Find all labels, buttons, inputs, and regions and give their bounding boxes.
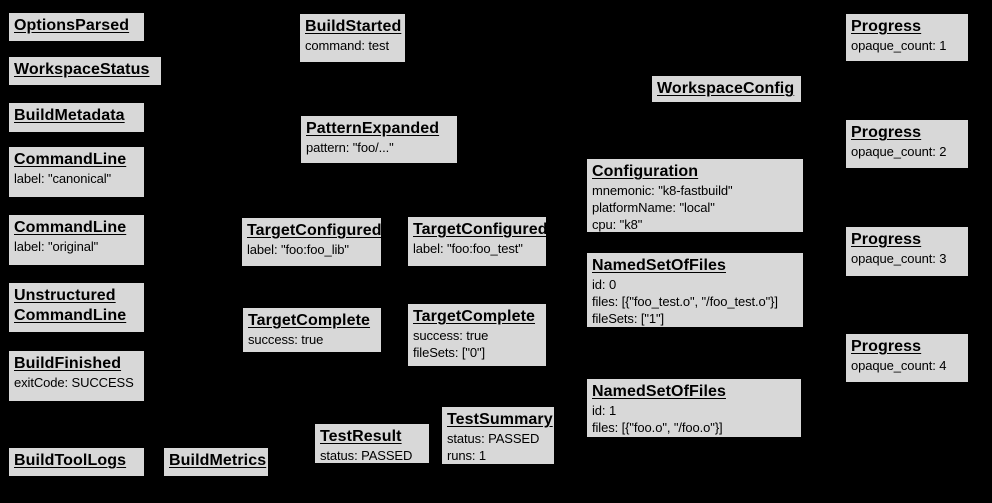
node-detail: label: "foo:foo_lib" [247, 242, 349, 257]
node-named-set-of-files-1: NamedSetOfFiles id: 1 files: [{"foo.o", "/… [586, 378, 802, 438]
node-target-complete-foo-test: TargetComplete success: true fileSets: ["0… [407, 303, 547, 367]
node-detail: command: test [305, 38, 389, 53]
node-title: TargetComplete [413, 308, 536, 325]
node-title: BuildFinished [14, 355, 122, 372]
node-title: CommandLine [14, 219, 127, 236]
node-workspace-config: WorkspaceConfig [651, 75, 802, 103]
node-options-parsed: OptionsParsed [8, 12, 145, 42]
node-build-metrics: BuildMetrics [163, 447, 269, 477]
node-title: Progress [851, 338, 922, 355]
node-progress-2: Progress opaque_count: 2 [845, 119, 969, 169]
node-detail: label: "canonical" [14, 171, 112, 186]
node-target-complete-foo-lib: TargetComplete success: true [242, 307, 382, 353]
node-build-metadata: BuildMetadata [8, 102, 145, 133]
node-detail: status: PASSED [447, 431, 540, 446]
node-title: WorkspaceStatus [14, 61, 150, 78]
node-detail: fileSets: ["0"] [413, 345, 486, 360]
node-named-set-of-files-0: NamedSetOfFiles id: 0 files: [{"foo_test.o… [586, 252, 804, 328]
node-progress-3: Progress opaque_count: 3 [845, 226, 969, 277]
node-unstructured-command-line: Unstructured CommandLine [8, 282, 145, 333]
node-title: Progress [851, 18, 922, 35]
node-title: Progress [851, 231, 922, 248]
node-build-tool-logs: BuildToolLogs [8, 447, 145, 477]
node-detail: success: true [248, 332, 324, 347]
node-detail: pattern: "foo/..." [306, 140, 394, 155]
node-build-started: BuildStarted command: test [299, 13, 406, 63]
node-detail: status: PASSED [320, 448, 413, 463]
node-detail: label: "foo:foo_test" [413, 241, 523, 256]
node-command-line-canonical: CommandLine label: "canonical" [8, 146, 145, 198]
node-title: TargetConfigured [413, 221, 548, 238]
node-detail: success: true [413, 328, 489, 343]
node-detail: opaque_count: 2 [851, 144, 947, 159]
node-detail: files: [{"foo_test.o", "/foo_test.o"}] [592, 294, 778, 309]
node-configuration: Configuration mnemonic: "k8-fastbuild" pla… [586, 158, 804, 233]
node-detail: files: [{"foo.o", "/foo.o"}] [592, 420, 723, 435]
node-title: NamedSetOfFiles [592, 257, 726, 274]
node-target-configured-foo-lib: TargetConfigured label: "foo:foo_lib" [241, 217, 382, 267]
node-detail: opaque_count: 1 [851, 38, 947, 53]
node-title: TestSummary [447, 411, 553, 428]
node-progress-4: Progress opaque_count: 4 [845, 333, 969, 383]
node-title: WorkspaceConfig [657, 80, 795, 97]
node-command-line-original: CommandLine label: "original" [8, 214, 145, 266]
node-title: NamedSetOfFiles [592, 383, 726, 400]
node-title: OptionsParsed [14, 17, 130, 34]
node-title: TargetConfigured [247, 222, 382, 239]
node-title: TargetComplete [248, 312, 371, 329]
node-title: BuildStarted [305, 18, 402, 35]
node-detail: exitCode: SUCCESS [14, 375, 134, 390]
node-detail: fileSets: ["1"] [592, 311, 665, 326]
node-title: TestResult [320, 428, 402, 445]
node-detail: runs: 1 [447, 448, 487, 463]
node-pattern-expanded: PatternExpanded pattern: "foo/..." [300, 115, 458, 164]
node-test-result: TestResult status: PASSED [314, 423, 430, 464]
node-detail: label: "original" [14, 239, 99, 254]
node-title: Progress [851, 124, 922, 141]
node-title: Unstructured CommandLine [14, 287, 127, 324]
node-workspace-status: WorkspaceStatus [8, 56, 162, 86]
node-detail: platformName: "local" [592, 200, 715, 215]
node-title: BuildMetrics [169, 452, 267, 469]
node-title: CommandLine [14, 151, 127, 168]
node-detail: id: 0 [592, 277, 617, 292]
node-title: PatternExpanded [306, 120, 440, 137]
node-test-summary: TestSummary status: PASSED runs: 1 [441, 406, 555, 465]
node-title: Configuration [592, 163, 699, 180]
node-title: BuildToolLogs [14, 452, 127, 469]
node-build-finished: BuildFinished exitCode: SUCCESS [8, 350, 145, 402]
node-detail: cpu: "k8" [592, 217, 643, 232]
node-title: BuildMetadata [14, 107, 125, 124]
node-progress-1: Progress opaque_count: 1 [845, 13, 969, 62]
node-detail: id: 1 [592, 403, 617, 418]
node-detail: opaque_count: 3 [851, 251, 947, 266]
node-detail: opaque_count: 4 [851, 358, 947, 373]
node-detail: mnemonic: "k8-fastbuild" [592, 183, 733, 198]
node-target-configured-foo-test: TargetConfigured label: "foo:foo_test" [407, 216, 548, 267]
